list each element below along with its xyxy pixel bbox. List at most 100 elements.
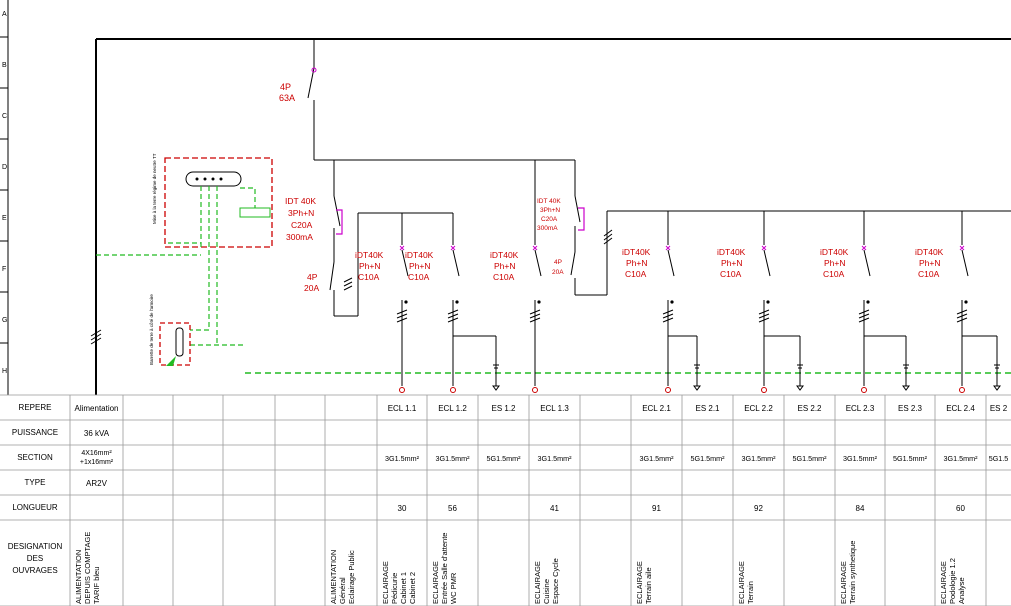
idt-main-label: IDT 40K [285, 196, 316, 206]
differential-mark [529, 309, 541, 315]
row-letter: C [2, 113, 7, 120]
differential-mark [662, 317, 674, 323]
contact-dot [964, 300, 968, 304]
socket-outlet-circuit [764, 335, 804, 391]
differential-mark [396, 309, 408, 315]
table-cell: 56 [448, 504, 457, 513]
differential-mark [956, 317, 968, 323]
earth-bar: Barrette de terre à côté de l'armoire [149, 294, 191, 366]
socket-symbol [994, 364, 1000, 369]
designation-text: Terrain aile [644, 567, 653, 604]
designation-text: Espace Cycle [551, 558, 560, 604]
differential-mark [396, 313, 408, 319]
breaker-label: iDT40K [405, 250, 434, 260]
sub-busbars [358, 210, 1011, 214]
table-cell: ECL 1.1 [388, 404, 417, 413]
table-cell: 4X16mm² [81, 450, 112, 457]
differential-mark [447, 313, 459, 319]
socket-outlet-circuit [453, 335, 500, 391]
breakers-layer: iDT40KPh+NC10AiDT40KPh+NC10AiDT40KPh+NC1… [355, 160, 1001, 393]
socket-outlet-circuit [864, 335, 910, 391]
table-cell: 84 [856, 504, 865, 513]
designation-text: Podologie 1.2 [948, 558, 957, 604]
idt-second-label: IDT 40K [537, 198, 561, 205]
differential-mark [858, 317, 870, 323]
designation-text: ECLAIRAGE [939, 561, 948, 604]
table-cell: 36 kVA [84, 429, 110, 438]
designation-text: WC PMR [449, 572, 458, 604]
table-cell: ES 2.2 [797, 404, 822, 413]
breaker-mark [959, 245, 965, 251]
earth-bar-label: Barrette de terre à côté de l'armoire [149, 294, 154, 365]
designation-text: Terrain [746, 581, 755, 604]
row-letter: F [2, 266, 6, 273]
socket-symbol [903, 364, 909, 369]
idt-second-sub-label: 4P [554, 259, 562, 266]
row-letter: G [2, 317, 7, 324]
designation-text: ECLAIRAGE [839, 561, 848, 604]
table-cell: 3G1.5mm² [944, 454, 979, 463]
output-terminal [861, 387, 867, 393]
differential-mark [758, 317, 770, 323]
contact-dot [404, 300, 408, 304]
table-cell: Alimentation [74, 404, 118, 413]
row-header: PUISSANCE [12, 428, 58, 437]
output-terminal [761, 387, 767, 393]
breaker-label: iDT40K [355, 250, 384, 260]
breaker-label: iDT40K [717, 247, 746, 257]
designation-text: Cabinet 1 [399, 572, 408, 604]
breaker-label: C10A [358, 272, 380, 282]
earth-box-label: Mise à la terre régime de neutre TT [152, 153, 157, 224]
table-cell: ECL 2.3 [846, 404, 875, 413]
differential-mark [956, 309, 968, 315]
designation-text: Entrée Salle d'attente [440, 533, 449, 604]
breaker-label: Ph+N [721, 258, 743, 268]
table-cell: 3G1.5mm² [538, 454, 573, 463]
earth-box: Mise à la terre régime de neutre TT [96, 153, 273, 346]
table-cell: ECL 1.2 [438, 404, 467, 413]
designation-text: Cabinet 2 [408, 572, 417, 604]
socket-terminal [693, 385, 701, 391]
differential-mark [758, 313, 770, 319]
contact-dot [455, 300, 459, 304]
table-cell: ECL 2.2 [744, 404, 773, 413]
breaker-contact [863, 249, 871, 277]
designation-text: ECLAIRAGE [737, 561, 746, 604]
socket-outlet-circuit [668, 335, 701, 391]
differential-mark [447, 309, 459, 315]
designation-text: Terrain synthetique [848, 541, 857, 604]
breaker-mark [450, 245, 456, 251]
breaker-label: Ph+N [919, 258, 941, 268]
table-cell: 3G1.5mm² [436, 454, 471, 463]
table-cell: 5G1.5mm² [691, 454, 726, 463]
table-cell: ES 2.3 [898, 404, 923, 413]
row-header: TYPE [25, 478, 46, 487]
differential-mark [662, 313, 674, 319]
breaker-label: iDT40K [490, 250, 519, 260]
socket-symbol [694, 364, 700, 369]
differential-mark [758, 309, 770, 315]
row-header: OUVRAGES [12, 566, 57, 575]
designation-text: ALIMENTATION [329, 550, 338, 604]
breaker-label: C10A [625, 269, 647, 279]
output-terminal [665, 387, 671, 393]
table-cell: 41 [550, 504, 559, 513]
breaker-label: iDT40K [622, 247, 651, 257]
socket-outlet-circuit [962, 335, 1001, 391]
table-cell: 5G1.5mm² [487, 454, 522, 463]
row-letter: D [2, 164, 7, 171]
table-cell: ECL 1.3 [540, 404, 569, 413]
breaker-contact [401, 249, 409, 277]
designation-text: ECLAIRAGE [533, 561, 542, 604]
idt-main-label: C20A [291, 220, 313, 230]
designation-text: ECLAIRAGE [431, 561, 440, 604]
main-breaker-label: 63A [279, 93, 295, 103]
table-cell: 91 [652, 504, 661, 513]
breaker-label: Ph+N [409, 261, 431, 271]
designation-text: Analyse [957, 577, 966, 604]
